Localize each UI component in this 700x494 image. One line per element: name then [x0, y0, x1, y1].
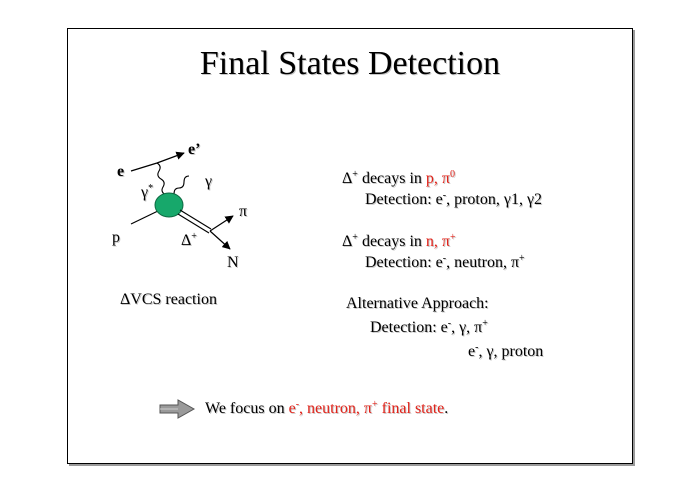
right-arrow-icon	[159, 399, 196, 419]
real-photon-line	[173, 175, 190, 195]
label-nucleon: N	[227, 254, 239, 271]
slide-frame	[67, 28, 633, 464]
pion-line	[209, 215, 234, 232]
proton-line	[130, 209, 161, 225]
nucleon-line	[209, 230, 231, 250]
delta-line-b	[177, 213, 210, 234]
decay2-detection: Detection: e-, neutron, π+	[365, 253, 525, 272]
label-electron-out: e’	[188, 141, 201, 158]
alternative-heading: Alternative Approach:	[346, 295, 489, 312]
diagram-caption: ΔVCS reaction	[120, 291, 217, 308]
alternative-line1: Detection: e-, γ, π+	[370, 318, 488, 337]
electron-out-line	[156, 151, 185, 164]
alternative-line2: e-, γ, proton	[468, 342, 544, 361]
interaction-blob	[154, 192, 184, 218]
conclusion-text: We focus on e-, neutron, π+ final state.	[205, 399, 449, 418]
decay1-detection: Detection: e-, proton, γ1, γ2	[365, 190, 543, 209]
electron-in-line	[130, 162, 158, 172]
slide-title: Final States Detection	[199, 45, 501, 82]
label-virtual-photon: γ*	[141, 183, 154, 202]
virtual-photon-line	[156, 162, 167, 196]
label-proton: p	[112, 229, 120, 246]
decay1-heading: Δ+ decays in p, π0	[342, 169, 455, 188]
decay2-heading: Δ+ decays in n, π+	[342, 232, 456, 251]
label-real-photon: γ	[205, 173, 213, 190]
label-pion: π	[239, 203, 248, 220]
label-delta: Δ+	[181, 231, 197, 250]
delta-line-a	[179, 209, 212, 230]
label-electron-in: e	[117, 163, 125, 180]
